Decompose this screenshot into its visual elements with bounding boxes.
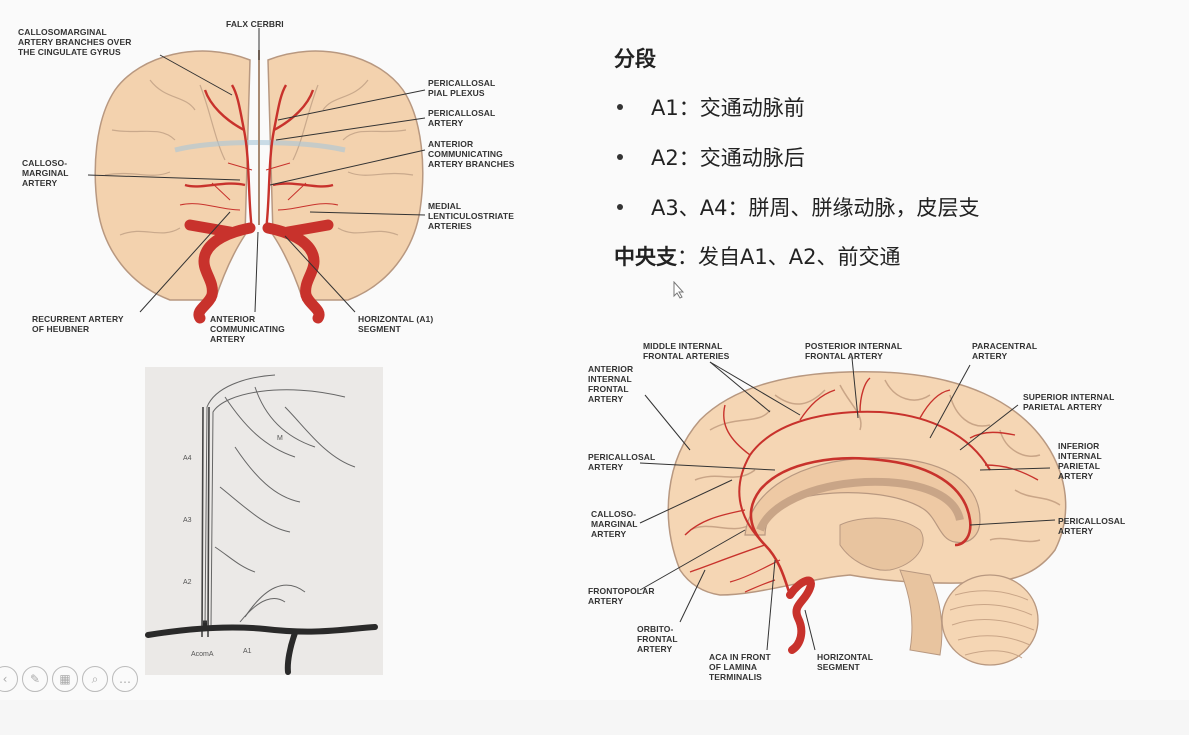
bullet-dot-1 (617, 104, 623, 110)
central-branches-text: ：发自A1、A2、前交通 (677, 245, 901, 269)
slide: CALLOSOMARGINAL ARTERY BRANCHES OVER THE… (0, 19, 1126, 698)
label-horizontal-a1: HORIZONTAL (A1) SEGMENT (358, 314, 434, 334)
central-branches-line: 中央支：发自A1、A2、前交通 (614, 241, 900, 271)
label-acom-branches: ANTERIOR COMMUNICATING ARTERY BRANCHES (428, 139, 515, 169)
label-callosomarginal: CALLOSO- MARGINAL ARTERY (591, 509, 638, 539)
label-acom: ANTERIOR COMMUNICATING ARTERY (210, 314, 285, 344)
label-pericallosal-right: PERICALLOSAL ARTERY (1058, 516, 1126, 536)
sketch-label-a4: A4 (183, 455, 192, 462)
bullet-a3-a4: A3、A4：胼周、胼缘动脉，皮层支 (651, 196, 980, 220)
label-frontopolar: FRONTOPOLAR ARTERY (588, 586, 655, 606)
label-falx-cerebri: FALX CERBRI (226, 19, 284, 29)
label-horizontal-segment: HORIZONTAL SEGMENT (817, 652, 874, 672)
mouse-cursor-icon (673, 281, 685, 299)
label-callosomarginal-branches: CALLOSOMARGINAL ARTERY BRANCHES OVER THE… (18, 27, 132, 57)
label-aca-lamina: ACA IN FRONT OF LAMINA TERMINALIS (709, 652, 771, 682)
pen-icon[interactable]: ✎ (22, 666, 48, 692)
label-anterior-internal-frontal: ANTERIOR INTERNAL FRONTAL ARTERY (588, 364, 634, 404)
central-branches-label: 中央支 (614, 245, 677, 269)
label-medial-lenticulostriate: MEDIAL LENTICULOSTRIATE ARTERIES (428, 201, 514, 231)
right-hemisphere (267, 50, 424, 301)
label-recurrent-heubner: RECURRENT ARTERY OF HEUBNER (32, 314, 124, 334)
presenter-toolbar: ‹ ✎ ▦ ⌕ … (0, 666, 138, 698)
label-callosomarginal-artery: CALLOSO- MARGINAL ARTERY (22, 158, 69, 188)
more-options-icon[interactable]: … (112, 666, 138, 692)
label-pericallosal-artery: PERICALLOSAL ARTERY (428, 108, 496, 128)
coronal-brain-diagram (87, 28, 426, 324)
sketch-label-acoma: AcomA (191, 651, 214, 658)
sagittal-brain-diagram (639, 357, 1067, 666)
slides-grid-icon[interactable]: ▦ (52, 666, 78, 692)
label-pericallosal-left: PERICALLOSAL ARTERY (588, 452, 656, 472)
sketch-drawing (145, 374, 378, 675)
bullet-a2: A2：交通动脉后 (651, 146, 805, 170)
label-pericallosal-pial-plexus: PERICALLOSAL PIAL PLEXUS (428, 78, 496, 98)
sketch-label-m: M (277, 435, 283, 442)
previous-slide-icon[interactable]: ‹ (0, 666, 18, 692)
sketch-label-a2: A2 (183, 579, 192, 586)
bullet-a1: A1：交通动脉前 (651, 96, 805, 120)
sketch-label-a1: A1 (243, 648, 252, 655)
sketch-label-a3: A3 (183, 517, 192, 524)
section-title: 分段 (614, 47, 656, 71)
angiogram-sketch: A4 A3 A2 M A1 AcomA (145, 367, 383, 675)
label-middle-internal-frontal: MIDDLE INTERNAL FRONTAL ARTERIES (643, 341, 730, 361)
label-posterior-internal-frontal: POSTERIOR INTERNAL FRONTAL ARTERY (805, 341, 903, 361)
bullet-dot-3 (617, 204, 623, 210)
bottom-band (0, 700, 1189, 735)
label-orbitofrontal: ORBITO- FRONTAL ARTERY (637, 624, 678, 654)
zoom-icon[interactable]: ⌕ (82, 666, 108, 692)
label-inferior-internal-parietal: INFERIOR INTERNAL PARIETAL ARTERY (1058, 441, 1102, 481)
label-superior-internal-parietal: SUPERIOR INTERNAL PARIETAL ARTERY (1023, 392, 1115, 412)
label-paracentral: PARACENTRAL ARTERY (972, 341, 1038, 361)
bullet-dot-2 (617, 154, 623, 160)
